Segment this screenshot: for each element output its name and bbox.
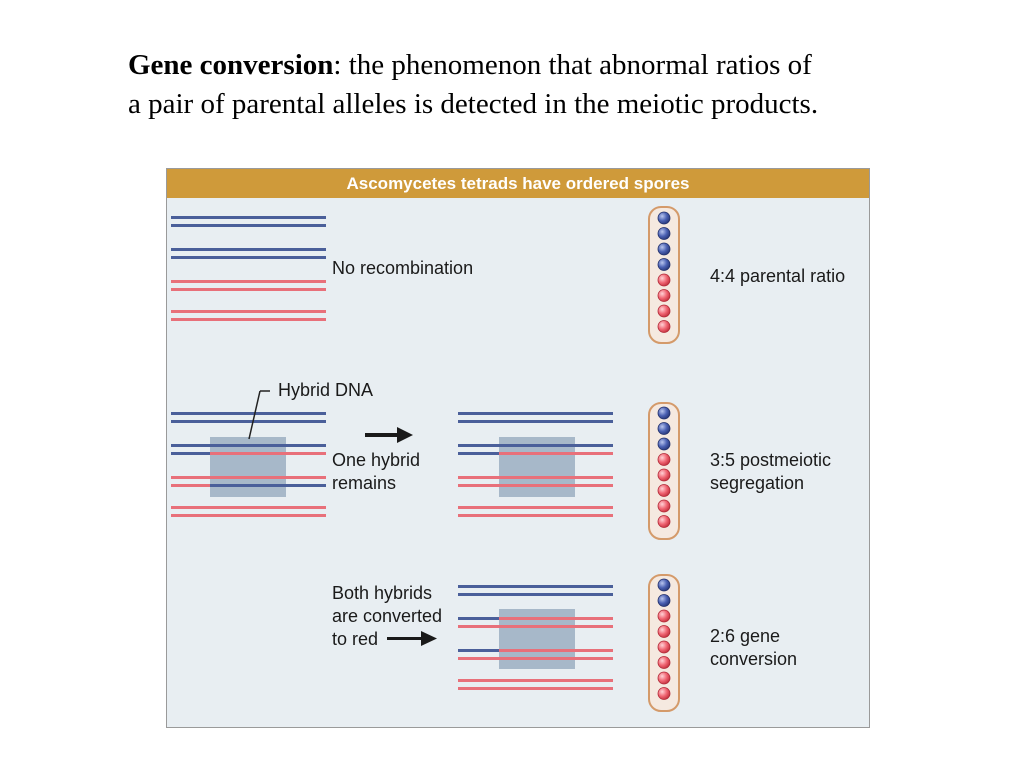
chromatid-blue (171, 412, 326, 423)
spore-red (657, 671, 671, 685)
spore-red (657, 687, 671, 700)
panel-hybrid-left-chromatids (171, 390, 326, 517)
hybrid-dna-pointer-line (248, 390, 261, 440)
panel-gene-conversion-chromatids (458, 585, 613, 690)
chromatid-red (171, 310, 326, 321)
chromatid-red (458, 679, 613, 690)
slide-heading: Gene conversion: the phenomenon that abn… (128, 46, 968, 124)
spore-red (657, 320, 671, 333)
diagram-canvas (171, 206, 680, 712)
chromatid-converted-red (458, 476, 613, 487)
heading-definition-line-1: : the phenomenon that abnormal ratios of (333, 49, 812, 81)
chromatid-hybrid-blue-red (171, 444, 326, 455)
spore-red (657, 468, 671, 482)
spore-blue (657, 437, 671, 451)
spore-red (657, 625, 671, 638)
spore-red (657, 515, 671, 528)
label-both-hybrids-line-3: to red (332, 629, 379, 649)
spore-red (657, 499, 671, 513)
label-no-recombination: No recombination (332, 258, 474, 278)
chromatid-blue (458, 412, 613, 423)
chromatid-red (171, 506, 326, 517)
spore-red (657, 273, 671, 287)
arrow-right-icon (365, 427, 413, 443)
spore-red (657, 453, 671, 466)
label-2-6-line-1: 2:6 gene (710, 626, 781, 646)
spore-red (657, 484, 671, 497)
spore-blue (657, 258, 671, 271)
label-2-6-line-2: conversion (710, 649, 798, 669)
label-3-5-line-2: segregation (710, 473, 805, 493)
label-3-5-line-1: 3:5 postmeiotic (710, 450, 832, 470)
chromatid-red (171, 280, 326, 291)
spore-blue (657, 594, 671, 607)
spore-blue (657, 242, 671, 256)
panel-hybrid-right-chromatids (458, 412, 613, 517)
ascus-spores (657, 406, 671, 528)
heading-definition-line-2: a pair of parental alleles is detected i… (128, 88, 819, 120)
label-both-hybrids-line-2: are converted (332, 606, 443, 626)
figure-banner: Ascomycetes tetrads have ordered spores (167, 169, 869, 198)
spore-red (657, 289, 671, 302)
arrow-right-icon (387, 631, 437, 646)
ascus-spores (657, 211, 671, 333)
spore-blue (657, 406, 671, 420)
chromatid-blue (458, 585, 613, 596)
heading-term: Gene conversion (128, 49, 334, 81)
spore-blue (657, 422, 671, 435)
chromatid-hybrid-blue-red (458, 444, 613, 455)
ascomycetes-figure: Ascomycetes tetrads have ordered spores (166, 168, 870, 728)
chromatid-converted-red (458, 617, 613, 628)
label-both-hybrids-line-1: Both hybrids (332, 583, 433, 603)
chromatid-blue (171, 248, 326, 259)
chromatid-blue (171, 216, 326, 227)
spore-red (657, 656, 671, 669)
panel-no-recombination-chromatids (171, 216, 326, 321)
label-4-4-parental-ratio: 4:4 parental ratio (710, 266, 846, 286)
ascus-spores (657, 578, 671, 700)
spore-red (657, 640, 671, 654)
chromatid-hybrid-red-blue (171, 476, 326, 487)
chromatid-red (458, 506, 613, 517)
label-hybrid-dna: Hybrid DNA (278, 380, 374, 400)
spore-blue (657, 211, 671, 225)
label-one-hybrid-line-2: remains (332, 473, 397, 493)
spore-blue (657, 227, 671, 240)
spore-red (657, 304, 671, 318)
label-one-hybrid-line-1: One hybrid (332, 450, 421, 470)
spore-blue (657, 578, 671, 592)
chromatid-converted-red (458, 649, 613, 660)
spore-red (657, 609, 671, 623)
